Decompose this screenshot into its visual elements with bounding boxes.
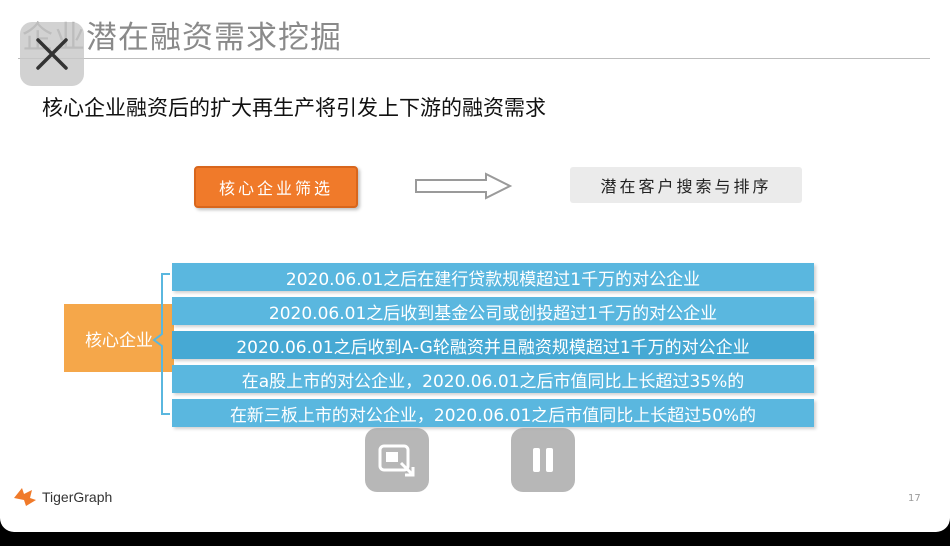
flow-arrow-icon bbox=[415, 172, 513, 200]
close-button[interactable] bbox=[20, 22, 84, 86]
tigergraph-logo: TigerGraph bbox=[12, 486, 112, 508]
slide: 企业潜在融资需求挖掘 核心企业融资后的扩大再生产将引发上下游的融资需求 核心企业… bbox=[0, 0, 950, 532]
close-icon bbox=[36, 38, 68, 70]
logo-text: TigerGraph bbox=[42, 489, 113, 505]
criteria-item: 2020.06.01之后在建行贷款规模超过1千万的对公企业 bbox=[172, 263, 814, 291]
screen-fit-button[interactable] bbox=[365, 428, 429, 492]
potential-customer-search-box: 潜在客户搜索与排序 bbox=[570, 167, 802, 203]
criteria-item: 2020.06.01之后收到A-G轮融资并且融资规模超过1千万的对公企业 bbox=[172, 331, 814, 359]
criteria-list: 2020.06.01之后在建行贷款规模超过1千万的对公企业 2020.06.01… bbox=[172, 263, 814, 433]
pause-button[interactable] bbox=[511, 428, 575, 492]
slide-subtitle: 核心企业融资后的扩大再生产将引发上下游的融资需求 bbox=[42, 96, 546, 120]
page-number: 17 bbox=[908, 493, 921, 504]
bottom-bar bbox=[0, 532, 950, 546]
criteria-item: 2020.06.01之后收到基金公司或创投超过1千万的对公企业 bbox=[172, 297, 814, 325]
criteria-item: 在a股上市的对公企业，2020.06.01之后市值同比上长超过35%的 bbox=[172, 365, 814, 393]
bracket-icon bbox=[152, 273, 170, 415]
criteria-item: 在新三板上市的对公企业，2020.06.01之后市值同比上长超过50%的 bbox=[172, 399, 814, 427]
core-enterprise-filter-box: 核心企业筛选 bbox=[194, 166, 358, 208]
pause-icon bbox=[533, 448, 553, 472]
tiger-icon bbox=[14, 488, 36, 506]
title-divider bbox=[18, 58, 930, 59]
screen-fit-icon bbox=[378, 444, 415, 477]
